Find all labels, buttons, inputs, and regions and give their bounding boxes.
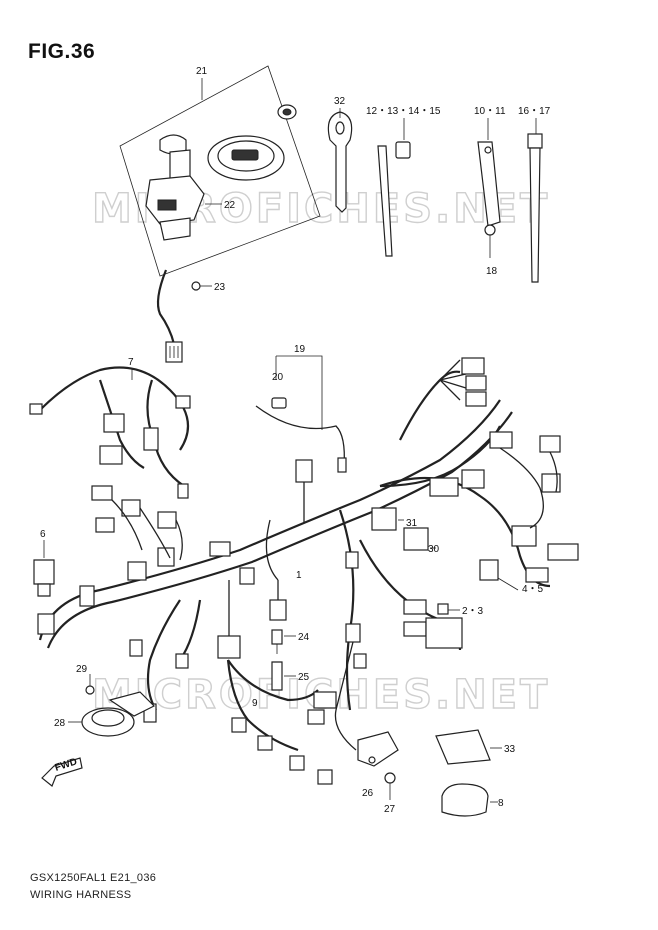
callout-32: 32 [334,96,346,107]
callout-2-3: 2・3 [462,606,484,617]
callout-16-17: 16・17 [518,106,551,117]
callout-10-11: 10・11 [474,106,506,117]
callout-23: 23 [214,282,226,293]
fuse-24 [271,629,296,654]
ignition-switch-set [119,65,321,363]
sensor-26 [357,731,399,800]
label-sheet-33 [435,729,502,765]
callout-8: 8 [498,798,504,809]
ignition-set-frame [119,65,321,277]
cable-tie-16-17 [527,118,543,283]
fwd-arrow-icon: FWD [41,756,83,787]
callout-33: 33 [504,744,516,755]
callout-12-15: 12・13・14・15 [366,106,441,117]
main-wiring-harness [37,357,579,785]
sub-harness-7 [29,366,191,499]
harness-clamp-12-15 [377,118,411,257]
callout-7: 7 [128,357,134,368]
callout-6: 6 [40,529,46,540]
callout-21: 21 [196,66,208,77]
callout-20: 20 [272,372,284,383]
callout-29: 29 [76,664,88,675]
callout-22: 22 [224,200,236,211]
callout-18: 18 [486,266,498,277]
connector-6 [33,540,55,597]
footer-caption: WIRING HARNESS [30,889,132,901]
callout-1: 1 [296,570,302,581]
footer-model-code: GSX1250FAL1 E21_036 [30,872,157,884]
callout-4-5: 4・5 [522,584,544,595]
bulb-25 [271,661,296,691]
callout-24: 24 [298,632,310,643]
sensor-lead-19-20 [255,355,347,473]
harness-bracket-10-11 [477,118,501,258]
callout-9: 9 [252,698,258,709]
horn-28 [68,674,156,737]
callout-19: 19 [294,344,306,355]
callout-25: 25 [298,672,310,683]
callout-28: 28 [54,718,66,729]
key-blank [327,108,353,213]
callout-26: 26 [362,788,374,799]
rubber-cover-8 [441,783,498,817]
callout-27: 27 [384,804,396,815]
callout-31: 31 [406,518,418,529]
callout-30: 30 [428,544,440,555]
figure-title: FIG.36 [28,40,96,63]
